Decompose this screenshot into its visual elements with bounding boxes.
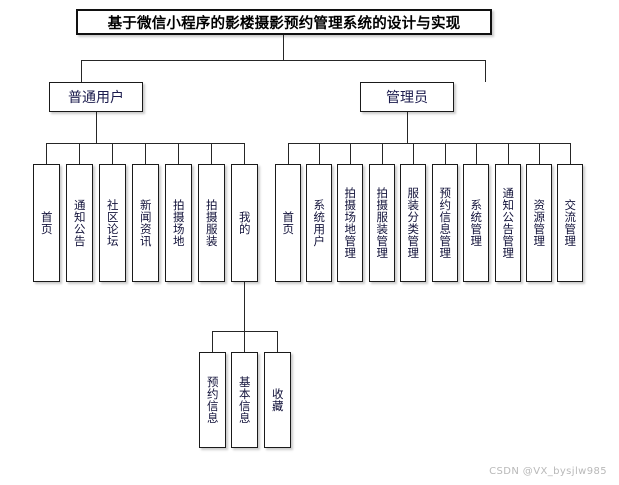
node-label: 收藏 xyxy=(270,388,285,412)
node-administrator: 管理员 xyxy=(360,82,454,112)
connector-admin-drop-0 xyxy=(288,143,289,164)
connector-user-drop-0 xyxy=(46,143,47,164)
node-label: 拍摄场地管理 xyxy=(343,187,358,259)
node-label: 交流管理 xyxy=(563,199,578,247)
node-normal-user: 普通用户 xyxy=(49,82,143,112)
connector-admin-drop-4 xyxy=(413,143,414,164)
node-mine-favorites: 收藏 xyxy=(264,352,291,448)
node-admin-communication-management: 交流管理 xyxy=(557,164,583,282)
connector-admin-drop-5 xyxy=(445,143,446,164)
connector-root-trunk xyxy=(283,35,284,60)
node-label: 拍摄场地 xyxy=(171,199,186,247)
node-label: 基本信息 xyxy=(237,376,252,424)
connector-admin-drop-8 xyxy=(539,143,540,164)
node-label: 预约信息管理 xyxy=(438,187,453,259)
node-admin-costume-category-management: 服装分类管理 xyxy=(400,164,426,282)
node-label: 通知公告 xyxy=(72,199,87,247)
connector-user-drop-3 xyxy=(145,143,146,164)
connector-admin-drop-1 xyxy=(319,143,320,164)
node-label: 资源管理 xyxy=(532,199,547,247)
connector-admin-bus xyxy=(288,143,570,144)
node-admin-system-user: 系统用户 xyxy=(306,164,332,282)
node-admin-resource-management: 资源管理 xyxy=(526,164,552,282)
node-label: 管理员 xyxy=(386,90,428,106)
node-user-home: 首页 xyxy=(33,164,60,282)
node-mine-basic-info: 基本信息 xyxy=(231,352,258,448)
node-label: 系统管理 xyxy=(469,199,484,247)
node-user-forum: 社区论坛 xyxy=(99,164,126,282)
connector-level2-drop-1 xyxy=(485,60,486,82)
connector-user-drop-1 xyxy=(79,143,80,164)
connector-mine-drop-1 xyxy=(244,331,245,352)
connector-user-drop-2 xyxy=(112,143,113,164)
node-label: 系统用户 xyxy=(312,199,327,247)
connector-mine-trunk xyxy=(244,282,245,331)
node-admin-costume-management: 拍摄服装管理 xyxy=(369,164,395,282)
node-label: 社区论坛 xyxy=(105,199,120,247)
connector-user-trunk xyxy=(96,112,97,143)
connector-level2-bus xyxy=(81,60,485,61)
node-label: 首页 xyxy=(39,211,54,235)
node-label: 拍摄服装 xyxy=(204,199,219,247)
node-label: 拍摄服装管理 xyxy=(375,187,390,259)
node-mine-booking-info: 预约信息 xyxy=(199,352,226,448)
node-user-notice: 通知公告 xyxy=(66,164,93,282)
node-label: 基于微信小程序的影楼摄影预约管理系统的设计与实现 xyxy=(107,15,461,32)
node-admin-home: 首页 xyxy=(275,164,301,282)
connector-admin-drop-2 xyxy=(350,143,351,164)
node-label: 首页 xyxy=(281,211,296,235)
node-admin-notice-management: 通知公告管理 xyxy=(495,164,521,282)
node-label: 普通用户 xyxy=(68,90,124,106)
connector-mine-drop-0 xyxy=(212,331,213,352)
connector-admin-drop-3 xyxy=(382,143,383,164)
node-user-venue: 拍摄场地 xyxy=(165,164,192,282)
node-label: 我的 xyxy=(237,211,252,235)
connector-level2-drop-0 xyxy=(81,60,82,82)
connector-admin-drop-7 xyxy=(508,143,509,164)
node-admin-booking-info-management: 预约信息管理 xyxy=(432,164,458,282)
node-label: 预约信息 xyxy=(205,376,220,424)
connector-admin-drop-6 xyxy=(476,143,477,164)
node-user-news: 新闻资讯 xyxy=(132,164,159,282)
node-user-mine: 我的 xyxy=(231,164,258,282)
node-admin-venue-management: 拍摄场地管理 xyxy=(337,164,363,282)
connector-user-drop-5 xyxy=(211,143,212,164)
node-admin-system-management: 系统管理 xyxy=(463,164,489,282)
node-label: 通知公告管理 xyxy=(501,187,516,259)
connector-admin-drop-9 xyxy=(570,143,571,164)
connector-admin-trunk xyxy=(407,112,408,143)
connector-user-drop-6 xyxy=(244,143,245,164)
node-label: 服装分类管理 xyxy=(406,187,421,259)
watermark-text: CSDN @VX_bysjlw985 xyxy=(489,466,607,477)
node-label: 新闻资讯 xyxy=(138,199,153,247)
connector-mine-drop-2 xyxy=(277,331,278,352)
node-root-title: 基于微信小程序的影楼摄影预约管理系统的设计与实现 xyxy=(76,9,492,35)
node-user-costume: 拍摄服装 xyxy=(198,164,225,282)
connector-user-drop-4 xyxy=(178,143,179,164)
